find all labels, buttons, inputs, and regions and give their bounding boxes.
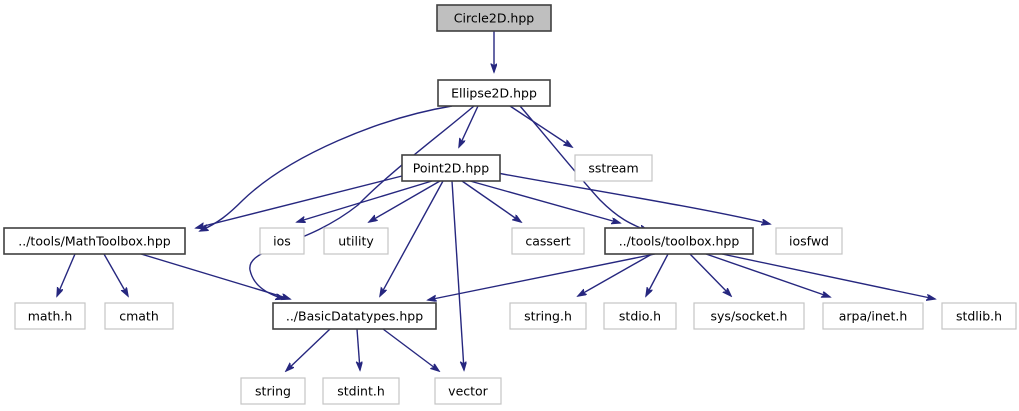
- node-box-arpaineth[interactable]: [822, 302, 924, 330]
- node-label-stdlibh: stdlib.h: [956, 309, 1002, 324]
- edge-toolbox-to-stdioh: [646, 253, 669, 296]
- node-label-utility: utility: [338, 234, 374, 249]
- node-sstream[interactable]: sstream: [574, 154, 653, 182]
- node-box-basicdatatypes[interactable]: [272, 302, 437, 330]
- node-label-toolbox: ../tools/toolbox.hpp: [619, 234, 740, 249]
- node-box-mathh[interactable]: [14, 302, 86, 330]
- node-label-syssocketh: sys/socket.h: [711, 309, 788, 324]
- node-box-ellipse2d[interactable]: [437, 79, 551, 107]
- edge-toolbox-to-basicdatatypes: [428, 253, 656, 300]
- node-box-stdioh[interactable]: [603, 302, 677, 330]
- edge-toolbox-to-arpaineth: [705, 253, 830, 297]
- edge-point2d-to-iosfwd: [491, 171, 770, 224]
- node-cmath[interactable]: cmath: [104, 302, 174, 330]
- node-label-mathtoolbox: ../tools/MathToolbox.hpp: [18, 234, 171, 249]
- edge-basicdatatypes-to-stdinth: [357, 328, 360, 370]
- node-label-stdioh: stdio.h: [619, 309, 661, 324]
- node-basicdatatypes[interactable]: ../BasicDatatypes.hpp: [272, 302, 437, 330]
- node-utility[interactable]: utility: [323, 227, 389, 255]
- edge-ellipse2d-to-mathtoolbox: [200, 105, 453, 231]
- node-label-stdinth: stdint.h: [337, 384, 385, 399]
- node-box-stdlibh[interactable]: [941, 302, 1017, 330]
- node-box-utility[interactable]: [323, 227, 389, 255]
- node-stdlibh[interactable]: stdlib.h: [941, 302, 1017, 330]
- edge-point2d-to-vector: [451, 180, 464, 370]
- node-label-arpaineth: arpa/inet.h: [839, 309, 908, 324]
- node-box-stdinth[interactable]: [322, 377, 400, 405]
- node-circle2d[interactable]: Circle2D.hpp: [436, 4, 552, 32]
- node-box-cassert[interactable]: [511, 227, 585, 255]
- edge-mathtoolbox-to-cmath: [103, 253, 128, 296]
- node-mathtoolbox[interactable]: ../tools/MathToolbox.hpp: [3, 227, 186, 255]
- node-stringh[interactable]: string.h: [509, 302, 587, 330]
- node-box-point2d[interactable]: [401, 154, 501, 182]
- edge-point2d-to-ios: [297, 180, 433, 222]
- edge-toolbox-to-syssocketh: [689, 253, 731, 296]
- edge-ellipse2d-to-toolbox: [519, 105, 648, 231]
- node-label-ios: ios: [273, 234, 291, 249]
- edge-point2d-to-utility: [369, 180, 441, 222]
- node-label-sstream: sstream: [588, 161, 638, 176]
- node-label-cassert: cassert: [525, 234, 570, 249]
- node-cassert[interactable]: cassert: [511, 227, 585, 255]
- node-iosfwd[interactable]: iosfwd: [775, 227, 843, 255]
- node-box-string[interactable]: [240, 377, 306, 405]
- edge-toolbox-to-stringh: [578, 253, 653, 296]
- node-stdioh[interactable]: stdio.h: [603, 302, 677, 330]
- node-box-syssocketh[interactable]: [693, 302, 805, 330]
- node-box-circle2d[interactable]: [436, 4, 552, 32]
- node-label-string: string: [255, 384, 291, 399]
- node-label-ellipse2d: Ellipse2D.hpp: [451, 86, 537, 101]
- node-box-toolbox[interactable]: [604, 227, 754, 255]
- node-box-stringh[interactable]: [509, 302, 587, 330]
- edge-ellipse2d-to-sstream: [509, 105, 572, 147]
- node-label-vector: vector: [448, 384, 489, 399]
- node-label-iosfwd: iosfwd: [789, 234, 829, 249]
- edge-point2d-to-toolbox: [469, 180, 620, 223]
- edge-basicdatatypes-to-string: [286, 328, 331, 371]
- node-label-point2d: Point2D.hpp: [413, 161, 489, 176]
- node-label-mathh: math.h: [28, 309, 73, 324]
- node-stdinth[interactable]: stdint.h: [322, 377, 400, 405]
- edge-ellipse2d-to-point2d: [459, 105, 479, 147]
- node-label-stringh: string.h: [524, 309, 572, 324]
- node-box-sstream[interactable]: [574, 154, 653, 182]
- edge-mathtoolbox-to-mathh: [57, 253, 76, 296]
- edge-mathtoolbox-to-basicdatatypes: [140, 253, 290, 299]
- node-box-ios[interactable]: [259, 227, 305, 255]
- edge-ellipse2d-to-basicdatatypes: [249, 105, 475, 299]
- node-ellipse2d[interactable]: Ellipse2D.hpp: [437, 79, 551, 107]
- node-label-basicdatatypes: ../BasicDatatypes.hpp: [286, 309, 423, 324]
- node-arpaineth[interactable]: arpa/inet.h: [822, 302, 924, 330]
- node-vector[interactable]: vector: [434, 377, 502, 405]
- node-box-mathtoolbox[interactable]: [3, 227, 186, 255]
- edge-point2d-to-cassert: [461, 180, 521, 222]
- node-syssocketh[interactable]: sys/socket.h: [693, 302, 805, 330]
- node-mathh[interactable]: math.h: [14, 302, 86, 330]
- edge-point2d-to-basicdatatypes: [380, 180, 444, 296]
- node-box-vector[interactable]: [434, 377, 502, 405]
- node-string[interactable]: string: [240, 377, 306, 405]
- node-label-circle2d: Circle2D.hpp: [454, 11, 535, 26]
- node-box-cmath[interactable]: [104, 302, 174, 330]
- edge-toolbox-to-stdlibh: [721, 253, 935, 299]
- edge-point2d-to-mathtoolbox: [196, 175, 403, 228]
- node-box-iosfwd[interactable]: [775, 227, 843, 255]
- node-toolbox[interactable]: ../tools/toolbox.hpp: [604, 227, 754, 255]
- edge-layer: [57, 31, 935, 371]
- node-point2d[interactable]: Point2D.hpp: [401, 154, 501, 182]
- node-ios[interactable]: ios: [259, 227, 305, 255]
- node-label-cmath: cmath: [119, 309, 159, 324]
- edge-basicdatatypes-to-vector: [382, 328, 439, 371]
